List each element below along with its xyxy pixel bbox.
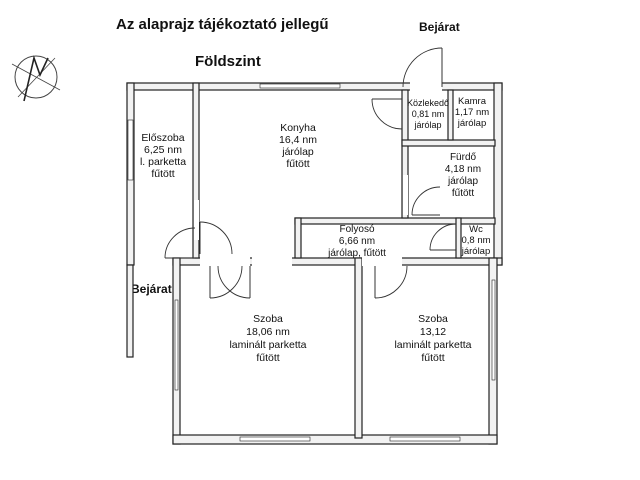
entrance-label-top: Bejárat bbox=[419, 20, 460, 34]
room-label-line: 6,25 nm bbox=[144, 144, 182, 156]
room-label-line: Wc bbox=[469, 224, 483, 235]
room-label-line: fűtött bbox=[151, 168, 174, 180]
room-label-line: Kamra bbox=[458, 96, 487, 107]
door-room2 bbox=[374, 265, 408, 299]
room-label-line: járólap bbox=[413, 120, 441, 130]
room-label-line: járólap bbox=[457, 118, 487, 129]
floor-title: Földszint bbox=[195, 53, 261, 70]
north-arrow-icon bbox=[11, 55, 61, 102]
room-label-line: Szoba bbox=[253, 313, 283, 325]
room-label-line: járólap bbox=[447, 176, 478, 187]
room-label-line: 4,18 nm bbox=[445, 164, 481, 175]
room-label-line: l. parketta bbox=[140, 156, 186, 168]
door-kitchen-hall bbox=[199, 221, 233, 255]
room-label-line: 1,17 nm bbox=[455, 107, 489, 118]
door-bathroom bbox=[411, 186, 441, 216]
room-label-line: fűtött bbox=[256, 352, 279, 364]
room-label-line: járólap bbox=[461, 246, 491, 257]
room-label-line: fűtött bbox=[452, 188, 474, 199]
plan-disclaimer-title: Az alaprajz tájékoztató jellegű bbox=[116, 16, 329, 33]
door-kitchen-entry bbox=[371, 98, 403, 130]
room-label-line: Folyosó bbox=[339, 224, 374, 235]
walls bbox=[126, 82, 503, 445]
door-left-entrance bbox=[164, 227, 196, 259]
room-label-line: Konyha bbox=[280, 122, 316, 134]
doors bbox=[164, 47, 457, 299]
room-label-line: Előszoba bbox=[141, 132, 184, 144]
room-label-line: 0,8 nm bbox=[461, 235, 490, 246]
room-label-line: Szoba bbox=[418, 313, 448, 325]
door-room1-left bbox=[209, 265, 243, 299]
room-label-line: Fürdő bbox=[450, 152, 477, 163]
room-label-line: 16,4 nm bbox=[279, 134, 317, 146]
room-label-line: 18,06 nm bbox=[246, 326, 290, 338]
door-room1-right bbox=[217, 265, 251, 299]
entrance-door-top bbox=[402, 47, 443, 88]
room-label-line: fűtött bbox=[421, 352, 444, 364]
door-hall-right bbox=[429, 223, 457, 251]
room-label-line: járólap, fűtött bbox=[327, 248, 386, 259]
entrance-label-left: Bejárat bbox=[131, 282, 172, 296]
room-label-line: Közlekedő bbox=[407, 98, 449, 108]
room-label-line: laminált parketta bbox=[394, 339, 471, 351]
room-label-line: 13,12 bbox=[420, 326, 446, 338]
room-label-line: fűtött bbox=[286, 158, 309, 170]
room-label-line: 6,66 nm bbox=[339, 236, 375, 247]
room-label-line: laminált parketta bbox=[229, 339, 306, 351]
room-label-line: járólap bbox=[281, 146, 314, 158]
room-label-line: 0,81 nm bbox=[412, 109, 445, 119]
